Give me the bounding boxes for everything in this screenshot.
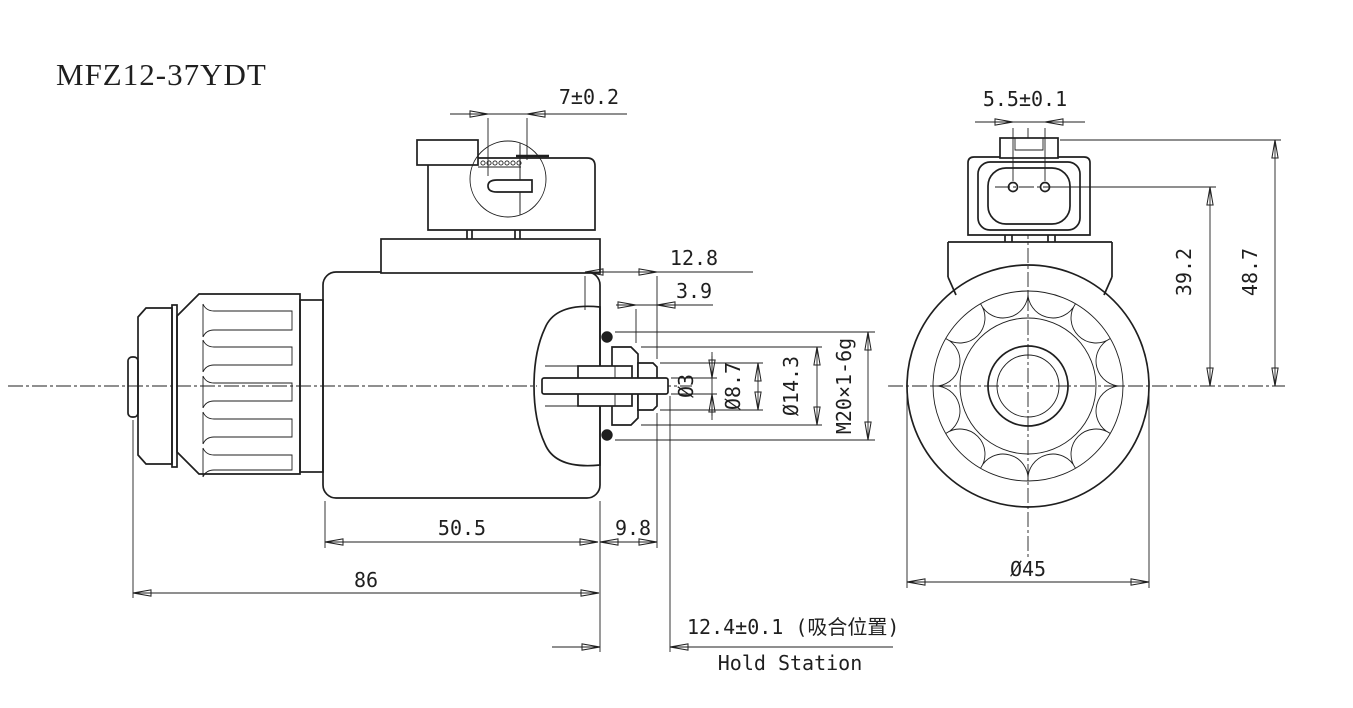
front-body	[906, 264, 1150, 508]
knurl-ring-scallops	[932, 290, 1124, 482]
left-plug	[127, 293, 324, 478]
side-view: 7±0.2 12.8 3.9 Ø3 Ø8.7 Ø14.3 M20×1-6g 50…	[8, 85, 899, 675]
bore-circle	[987, 345, 1069, 427]
outer-circle	[906, 264, 1150, 508]
dim-tab-height: 48.7	[1238, 248, 1262, 296]
dim-connector-pin: 7±0.2	[559, 85, 619, 109]
dim-boss-dia: Ø8.7	[721, 362, 745, 410]
connector-side	[380, 139, 601, 274]
front-tab	[999, 137, 1059, 159]
knurl-slot-path	[202, 303, 293, 478]
dim-total-len: 86	[354, 568, 378, 592]
connector-pin-side	[487, 179, 533, 193]
connector-front	[947, 137, 1113, 296]
armature-section	[533, 305, 669, 467]
dim-flange-dia: Ø14.3	[779, 356, 803, 416]
dim-pin-pitch: 5.5±0.1	[983, 87, 1067, 111]
dim-outer-dia: Ø45	[1010, 557, 1046, 581]
dim-pin-dia: Ø3	[674, 374, 698, 398]
front-plug-inner	[987, 167, 1071, 225]
side-dimensions	[132, 110, 893, 652]
drawing-title: MFZ12-37YDT	[56, 57, 267, 92]
bore-inner-circle	[996, 354, 1060, 418]
o-ring-top	[601, 331, 613, 343]
dim-hold-pos: 12.4±0.1 (吸合位置)	[687, 615, 899, 639]
dim-hold-pos-en: Hold Station	[718, 651, 863, 675]
connector-base	[380, 238, 601, 274]
o-ring-bottom	[601, 429, 613, 441]
front-tab-notch	[1014, 138, 1044, 151]
dim-boss-len: 3.9	[676, 279, 712, 303]
connector-tab	[416, 139, 479, 166]
tube-section-hatched	[533, 305, 601, 467]
dim-coil-len: 50.5	[438, 516, 486, 540]
front-dimensions	[906, 118, 1281, 588]
detail-circle	[469, 140, 547, 218]
knurl-slots	[202, 303, 293, 478]
ring-circle-inner	[959, 317, 1097, 455]
coil-winding-dots	[478, 160, 522, 168]
dim-thread: M20×1-6g	[832, 338, 856, 434]
front-shell	[967, 156, 1091, 236]
dim-tube-ext: 9.8	[615, 516, 651, 540]
dim-pin-height: 39.2	[1172, 248, 1196, 296]
connector-housing	[427, 157, 596, 231]
plug-tip	[127, 356, 139, 418]
dim-tube-step: 12.8	[670, 246, 718, 270]
flange-section	[611, 346, 639, 426]
knurled-nut	[176, 293, 301, 475]
push-pin	[541, 377, 669, 395]
front-plug-outer	[977, 161, 1081, 231]
front-view: 5.5±0.1 39.2 48.7 Ø45	[888, 87, 1285, 588]
